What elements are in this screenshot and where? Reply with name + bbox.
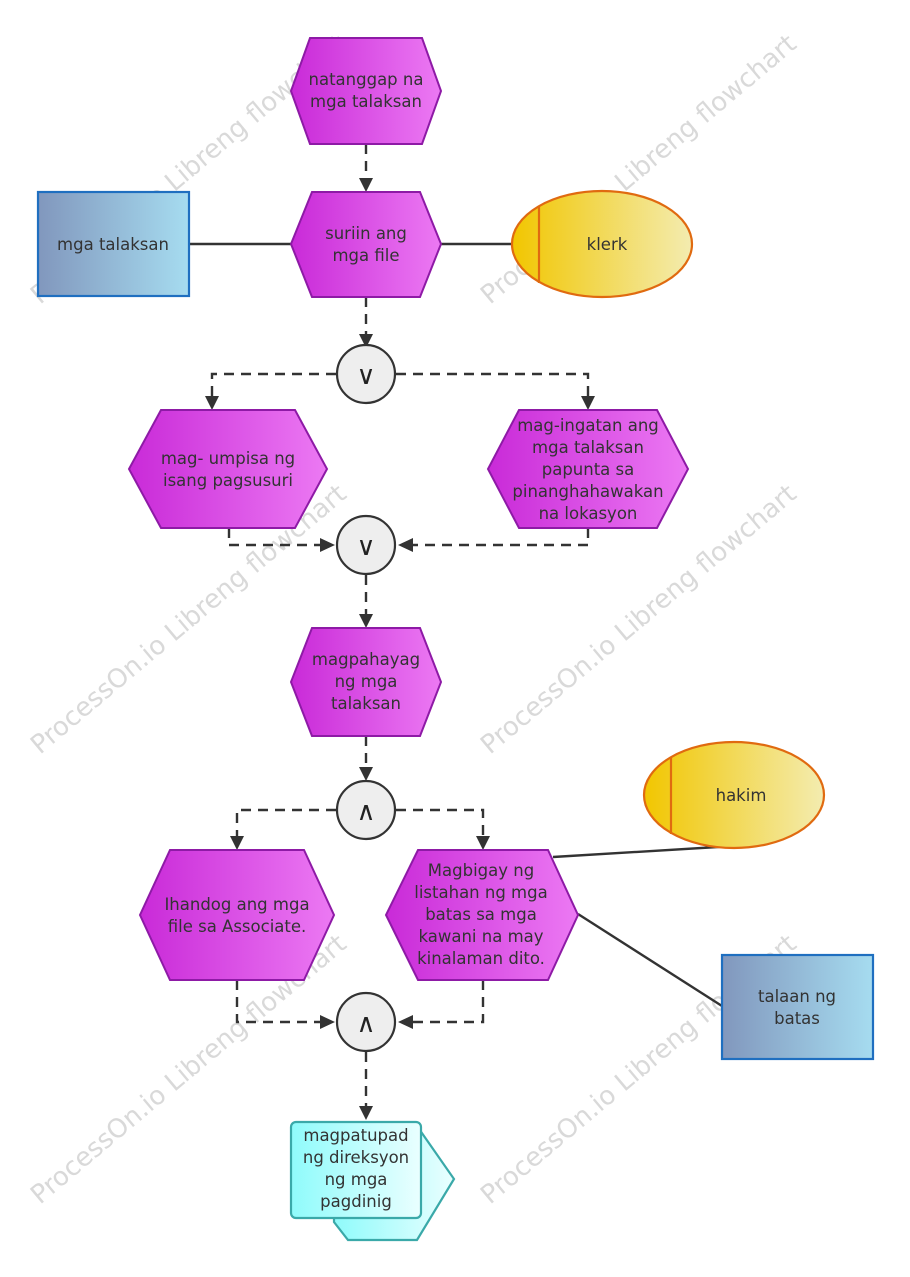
flow-line <box>396 372 590 398</box>
role-judge[interactable]: hakim <box>642 740 826 850</box>
node-label: listahan ng mga <box>414 883 547 902</box>
node-label: batas sa mga <box>425 905 537 924</box>
arrowhead-down <box>359 334 373 348</box>
arrowhead-right <box>320 1015 335 1029</box>
node-label: talaan ng <box>758 987 836 1006</box>
node-label: natanggap na <box>309 70 424 89</box>
function-give-list[interactable]: Magbigay ng listahan ng mga batas sa mga… <box>384 849 580 981</box>
node-label: mga talaksan <box>310 92 422 111</box>
node-label: batas <box>774 1009 820 1028</box>
process-follow-direction[interactable]: magpatupad ng direksyon ng mga pagdinig <box>289 1120 456 1242</box>
node-label: mag-ingatan ang <box>517 416 659 435</box>
node-label: magpahayag <box>312 650 420 669</box>
node-label: mga file <box>332 246 399 265</box>
node-label: kinalaman dito. <box>417 949 545 968</box>
node-label: ng mga <box>325 1170 388 1189</box>
node-label: hakim <box>716 786 767 805</box>
node-label: mga talaksan <box>57 235 169 254</box>
arrowhead-down <box>230 836 244 850</box>
node-label: kawani na may <box>418 927 543 946</box>
arrowhead-left <box>398 538 413 552</box>
flow-line <box>210 372 336 398</box>
flow-connectors <box>210 144 590 1108</box>
function-declare-files[interactable]: magpahayag ng mga talaksan <box>289 627 443 737</box>
function-keep-files[interactable]: mag-ingatan ang mga talaksan papunta sa … <box>486 409 690 529</box>
arrowhead-left <box>398 1015 413 1029</box>
gate-and-join[interactable]: ∧ <box>335 991 397 1053</box>
gate-or-split[interactable]: ∨ <box>335 343 397 405</box>
gate-and-split[interactable]: ∧ <box>335 779 397 841</box>
arrowhead-down <box>476 836 490 850</box>
flow-line <box>411 528 590 547</box>
flow-line <box>235 980 322 1024</box>
document-files[interactable]: mga talaksan <box>36 190 191 298</box>
gate-symbol: ∨ <box>356 361 375 391</box>
function-present-files[interactable]: Ihandog ang mga file sa Associate. <box>138 849 336 981</box>
assoc-line-law-record <box>577 912 723 1008</box>
node-label: klerk <box>587 235 628 254</box>
node-label: mga talaksan <box>532 438 644 457</box>
role-clerk[interactable]: klerk <box>510 189 694 299</box>
node-label: mag- umpisa ng <box>161 449 295 468</box>
gate-or-join[interactable]: ∨ <box>335 514 397 576</box>
flow-line <box>411 980 485 1024</box>
arrowhead-down <box>359 614 373 628</box>
node-label: file sa Associate. <box>168 917 307 936</box>
function-check-files[interactable]: suriin ang mga file <box>289 191 443 298</box>
node-label: Ihandog ang mga <box>164 895 309 914</box>
node-label: ng mga <box>335 672 398 691</box>
node-label: pinanghahawakan <box>512 482 663 501</box>
node-label: papunta sa <box>542 460 635 479</box>
node-label: magpatupad <box>303 1126 408 1145</box>
flow-line <box>396 808 485 838</box>
flow-line <box>235 808 336 838</box>
node-label: na lokasyon <box>539 504 638 523</box>
arrowhead-down <box>359 767 373 781</box>
arrowheads <box>205 178 595 1120</box>
gate-symbol: ∧ <box>356 1009 375 1039</box>
node-label: Magbigay ng <box>428 861 534 880</box>
arrowhead-down <box>205 396 219 410</box>
function-received-files[interactable]: natanggap na mga talaksan <box>289 37 443 145</box>
node-label: ng direksyon <box>303 1148 409 1167</box>
flow-line <box>227 528 322 547</box>
arrowhead-down <box>359 178 373 192</box>
node-label: suriin ang <box>325 224 407 243</box>
arrowhead-down <box>359 1106 373 1120</box>
node-label: pagdinig <box>320 1192 392 1211</box>
node-label: talaksan <box>331 694 401 713</box>
arrowhead-down <box>581 396 595 410</box>
arrowhead-right <box>320 538 335 552</box>
function-start-review[interactable]: mag- umpisa ng isang pagsusuri <box>127 409 329 529</box>
gate-symbol: ∧ <box>356 797 375 827</box>
gate-symbol: ∨ <box>356 532 375 562</box>
node-label: isang pagsusuri <box>163 471 293 490</box>
assoc-line-judge <box>552 844 735 859</box>
document-law-record[interactable]: talaan ng batas <box>720 953 875 1061</box>
